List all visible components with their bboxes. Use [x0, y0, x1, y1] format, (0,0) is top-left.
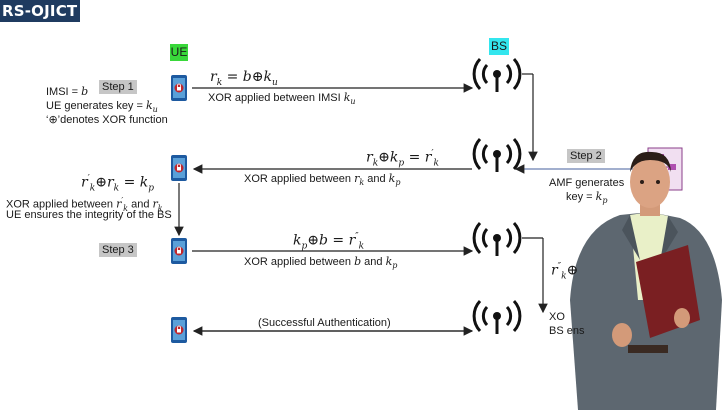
ue-verify-line2: UE ensures the integrity of the BS [6, 209, 172, 221]
bs-label: BS [489, 38, 509, 55]
bs-tower-icon [472, 221, 522, 258]
bs-verify-line1: XO [549, 311, 565, 323]
msg1-caption: XOR applied between IMSI ku [208, 91, 356, 107]
bs-verify-line2: BS ens [549, 325, 585, 337]
msg2-equation: rk⊕kp = r′k [366, 149, 439, 169]
xor-definition-note: ‘⊕’denotes XOR function [46, 114, 168, 126]
presenter-avatar [570, 151, 722, 410]
ue-verify-equation: r′k⊕rk = kp [81, 174, 155, 194]
step-2-label: Step 2 [567, 149, 605, 163]
bs-tower-icon [472, 137, 522, 174]
msg3-caption: XOR applied between b and kp [244, 255, 398, 271]
msg3-equation: kp⊕b = r″k [293, 232, 365, 252]
amf-note-line1: AMF generates [549, 177, 625, 189]
ue-label: UE [170, 44, 188, 61]
ue-phone-icon [170, 154, 188, 182]
ue-key-note: UE generates key = ku [46, 99, 158, 115]
amf-note-line2: key = kp [566, 190, 608, 206]
channel-logo: RS-OJICT [0, 0, 80, 22]
ue-phone-icon [170, 237, 188, 265]
step-3-label: Step 3 [99, 243, 137, 257]
ue-verify-line1: XOR applied between r′k and rk [6, 196, 163, 213]
msg2-caption: XOR applied between rk and kp [244, 172, 401, 188]
ue-phone-icon [170, 74, 188, 102]
msg4-caption: (Successful Authentication) [258, 317, 391, 329]
ue-phone-icon [170, 316, 188, 344]
msg1-equation: rk = b⊕ku [210, 69, 278, 88]
bs-tower-icon [472, 57, 522, 94]
imsi-note: IMSI = b [46, 85, 89, 98]
bs-verify-equation: r″k⊕ [551, 262, 579, 282]
bs-tower-icon [472, 299, 522, 336]
step-1-label: Step 1 [99, 80, 137, 94]
